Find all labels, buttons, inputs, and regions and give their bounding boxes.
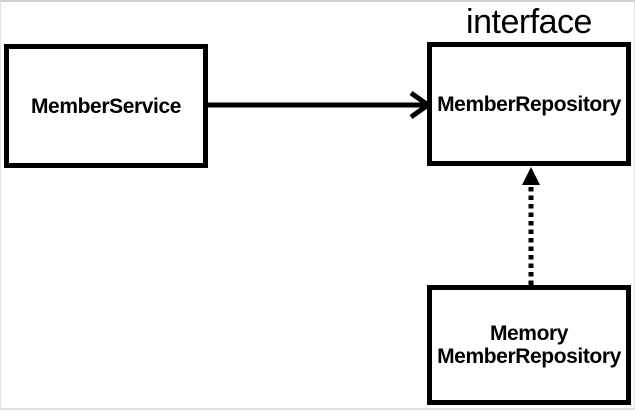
- node-memory-member-repository: Memory MemberRepository: [427, 285, 631, 405]
- memory-label-line1: Memory: [489, 322, 569, 345]
- node-memory-member-repository-label: Memory MemberRepository: [437, 322, 621, 368]
- dotted-arrow-memory-to-repository: [522, 167, 540, 285]
- node-member-service: MemberService: [4, 44, 208, 168]
- solid-arrow-member-service-to-repository: [208, 90, 433, 120]
- memory-label-line2: MemberRepository: [437, 345, 621, 368]
- node-member-repository: MemberRepository: [427, 42, 631, 166]
- node-member-repository-label: MemberRepository: [437, 92, 621, 116]
- interface-stereotype-label: interface: [466, 2, 592, 41]
- node-member-service-label: MemberService: [30, 94, 182, 118]
